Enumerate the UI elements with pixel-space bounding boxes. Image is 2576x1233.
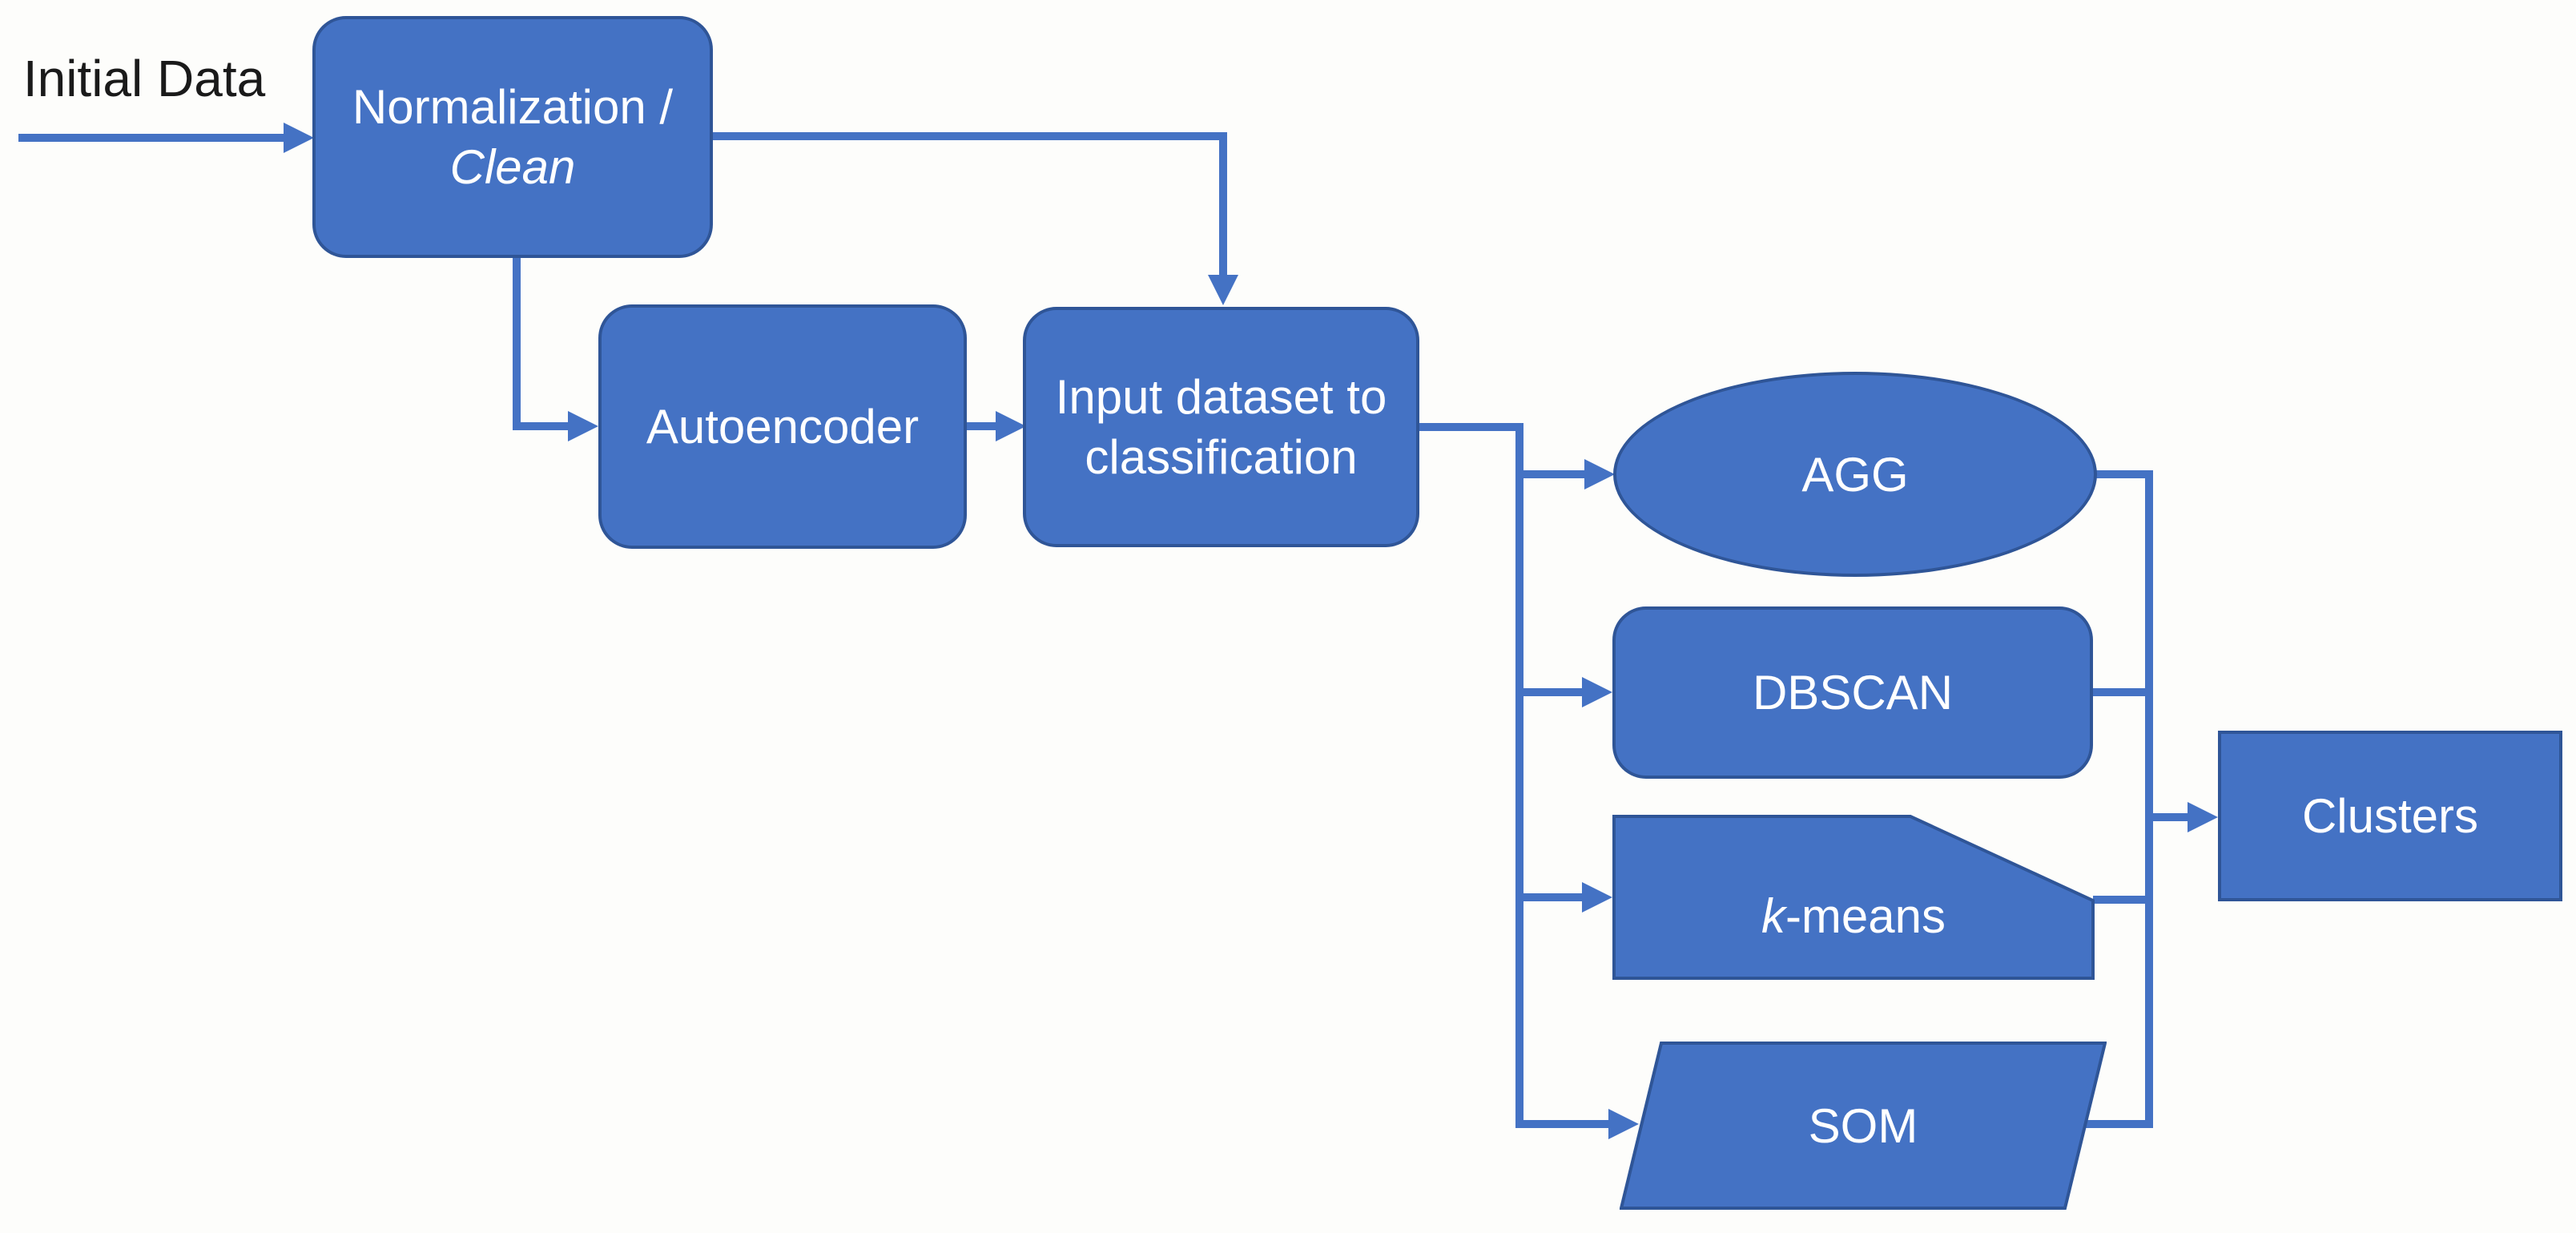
arrowhead-into-clusters bbox=[2188, 802, 2218, 832]
arrowhead-into-autoencoder bbox=[568, 411, 598, 441]
agg-label: AGG bbox=[1801, 447, 1909, 502]
kmeans-shape-outline bbox=[1612, 815, 2095, 980]
node-autoencoder: Autoencoder bbox=[598, 304, 967, 549]
input-dataset-label-line1: Input dataset to bbox=[1055, 370, 1387, 424]
input-dataset-label-line2: classification bbox=[1085, 430, 1358, 484]
kmeans-label-italic-k: k bbox=[1761, 888, 1785, 943]
exit-kmeans-to-trunk bbox=[2093, 896, 2153, 904]
arrowhead-into-agg bbox=[1584, 459, 1615, 490]
branch-to-kmeans bbox=[1523, 893, 1582, 901]
normalization-label-line2: Clean bbox=[449, 140, 576, 194]
arrowhead-into-input-top bbox=[1208, 275, 1238, 305]
branch-trunk-left bbox=[1515, 423, 1523, 1128]
arrowhead-into-normalization bbox=[284, 123, 314, 153]
clusters-label: Clusters bbox=[2301, 789, 2479, 843]
som-label: SOM bbox=[1808, 1098, 1918, 1153]
merge-trunk-right bbox=[2145, 470, 2153, 1128]
exit-dbscan-to-trunk bbox=[2091, 688, 2153, 696]
arrowhead-into-input-left bbox=[996, 411, 1026, 441]
normalization-label-line1: Normalization / bbox=[352, 80, 674, 134]
autoencoder-label: Autoencoder bbox=[646, 400, 920, 453]
som-shape-outline bbox=[1620, 1042, 2107, 1210]
node-input-dataset: Input dataset to classification bbox=[1023, 307, 1419, 547]
exit-som-to-trunk bbox=[2085, 1120, 2153, 1128]
branch-to-dbscan bbox=[1523, 688, 1582, 696]
connector-normalization-to-autoencoder-vertical bbox=[513, 258, 521, 426]
connector-autoencoder-to-input bbox=[967, 422, 996, 430]
kmeans-label: k-means bbox=[1761, 886, 1946, 946]
branch-to-agg bbox=[1523, 470, 1584, 478]
node-agg-ellipse: AGG bbox=[1613, 372, 2097, 577]
exit-agg-to-trunk bbox=[2095, 470, 2153, 478]
node-dbscan: DBSCAN bbox=[1612, 606, 2093, 779]
connector-initial-to-normalization bbox=[18, 134, 284, 142]
initial-data-label: Initial Data bbox=[22, 50, 266, 107]
connector-trunk-to-clusters bbox=[2153, 813, 2188, 821]
node-normalization-clean: Normalization / Clean bbox=[312, 16, 713, 258]
connector-normalization-to-input-vertical bbox=[1219, 132, 1227, 276]
connector-normalization-to-autoencoder-horizontal bbox=[513, 422, 568, 430]
arrowhead-into-som bbox=[1608, 1109, 1639, 1139]
dbscan-label: DBSCAN bbox=[1752, 666, 1954, 719]
kmeans-label-rest: -means bbox=[1785, 888, 1946, 943]
connector-normalization-to-input-horizontal bbox=[713, 132, 1227, 140]
node-kmeans-snip-rect: k-means bbox=[1612, 815, 2095, 980]
node-som-parallelogram: SOM bbox=[1620, 1042, 2107, 1210]
arrowhead-into-dbscan bbox=[1582, 677, 1612, 707]
arrowhead-into-kmeans bbox=[1582, 882, 1612, 913]
connector-input-to-trunk bbox=[1419, 423, 1523, 431]
branch-to-som bbox=[1523, 1120, 1608, 1128]
node-clusters: Clusters bbox=[2218, 731, 2562, 901]
